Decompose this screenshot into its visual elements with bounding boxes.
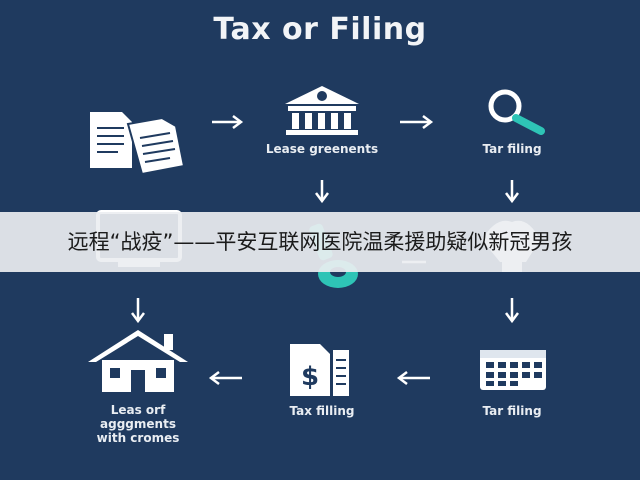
arrow-down-icon [505, 298, 519, 324]
house-label: Leas orf agggments with cromes [96, 403, 180, 445]
house-icon [88, 330, 188, 392]
arrow-left-icon [396, 371, 430, 385]
diagram-title: Tax or Filing [213, 12, 427, 47]
doc-dollar-label: Tax filling [289, 404, 355, 418]
search-label: Tar filing [482, 142, 542, 156]
caption-banner: 远程“战疫”——平安互联网医院温柔援助疑似新冠男孩 [0, 212, 640, 272]
caption-text: 远程“战疫”——平安互联网医院温柔援助疑似新冠男孩 [67, 230, 573, 254]
arrow-down-icon [505, 180, 519, 204]
calendar-icon [480, 350, 546, 390]
arrow-left-icon [208, 371, 242, 385]
dollar-document-icon: $ [290, 344, 349, 396]
documents-icon [90, 112, 186, 176]
arrow-down-icon [131, 298, 145, 324]
arrow-right-icon [400, 115, 434, 129]
arrow-down-icon [315, 180, 329, 204]
bank-icon [285, 86, 359, 135]
arrow-right-icon [212, 115, 244, 129]
calendar-label: Tar filing [482, 404, 542, 418]
magnifier-icon [488, 89, 545, 135]
bank-label: Lease greenents [265, 142, 379, 156]
svg-text:$: $ [301, 362, 319, 392]
